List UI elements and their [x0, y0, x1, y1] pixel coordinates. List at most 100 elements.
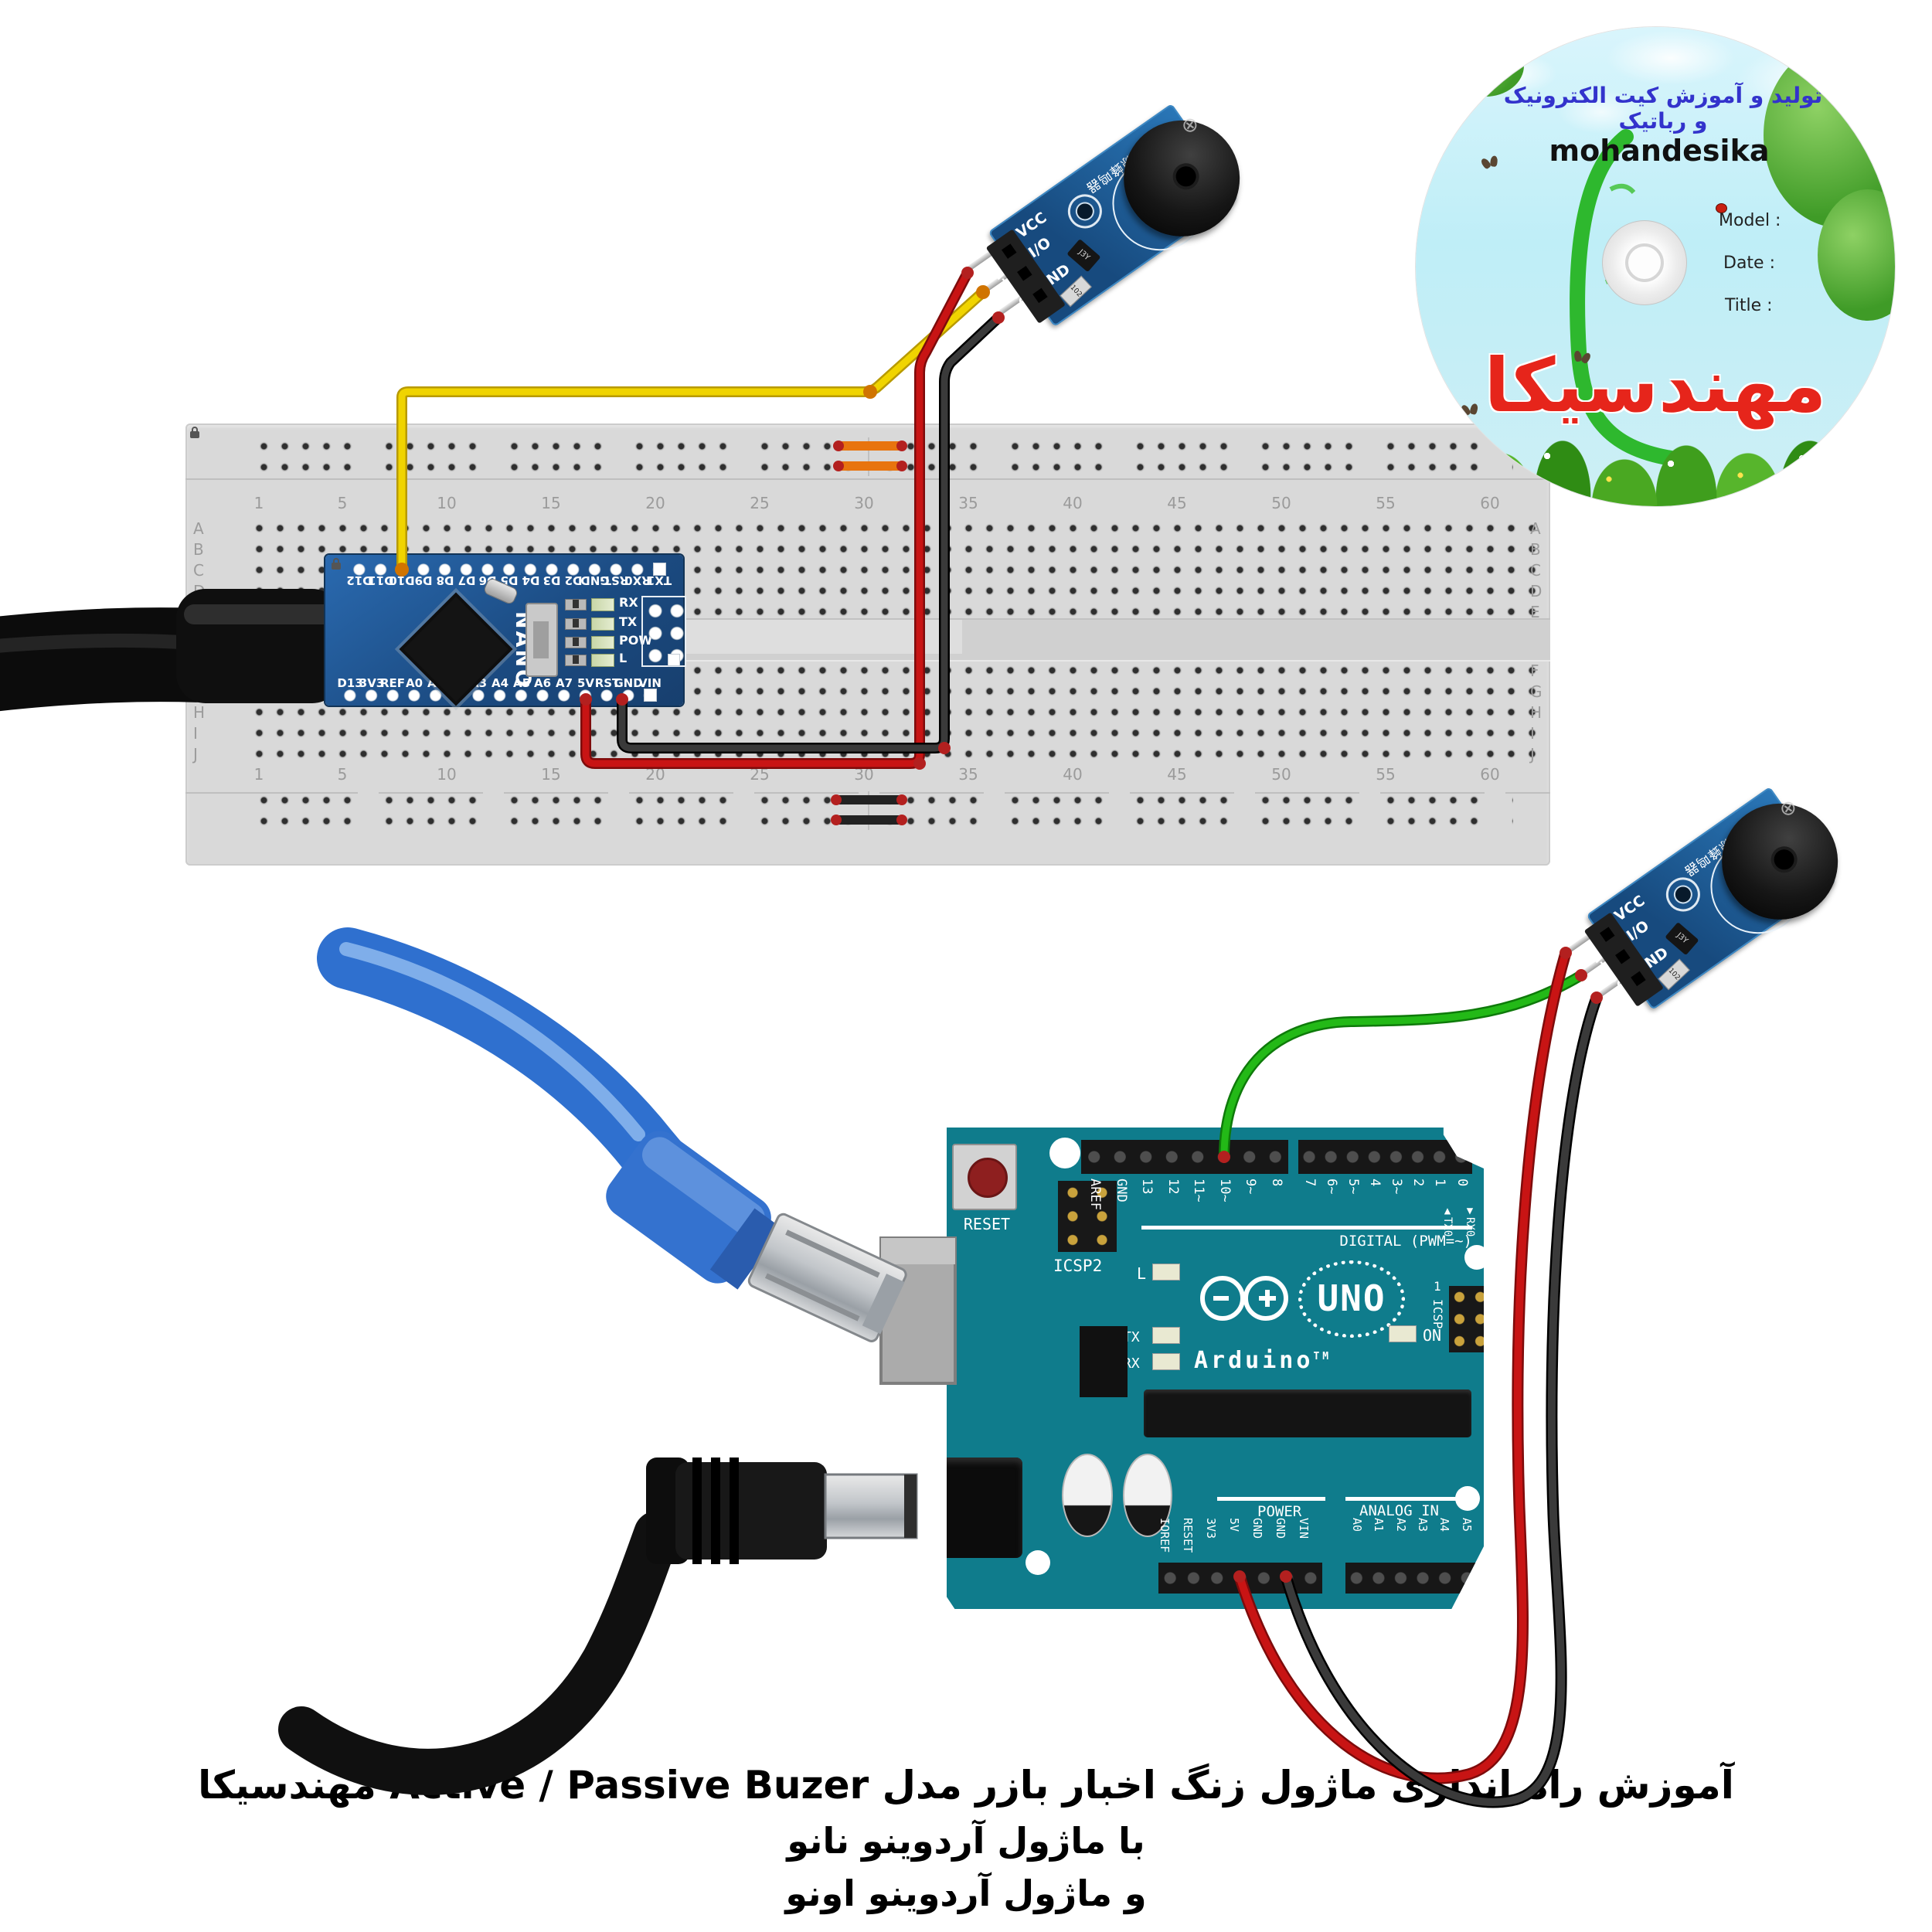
arduino-logo-minus: [1213, 1296, 1229, 1301]
uno-model-badge: UNO: [1298, 1260, 1405, 1338]
nano-pin-label: RST: [594, 676, 621, 690]
uno-pin-label: GND: [1114, 1179, 1129, 1202]
wire-red-nano: [580, 267, 973, 769]
row-letter: F: [1530, 662, 1539, 680]
uno-led-rx: [1152, 1353, 1180, 1370]
nano-led-pow: [591, 636, 614, 649]
caption-line-3: و ماژول آردوینو اونو: [785, 1872, 1147, 1914]
wire-yellow: [396, 287, 988, 575]
nano-pin-label: VIN: [638, 676, 662, 690]
row-letter: A: [1530, 519, 1541, 538]
logo-tree: [1447, 35, 1524, 97]
col-number: 10: [437, 765, 457, 784]
wire-black-uno: [1280, 992, 1603, 1808]
nano-top-pin-row: [349, 563, 670, 577]
uno-pin-label: 4: [1367, 1179, 1383, 1187]
col-number: 50: [1271, 765, 1291, 784]
uno-digital-header-left: [1081, 1140, 1288, 1174]
nano-led-label: POW: [619, 633, 652, 648]
lock-icon: [332, 558, 341, 570]
row-letter: G: [1530, 682, 1543, 701]
row-letter: B: [193, 540, 204, 559]
uno-pin-label: A0: [1350, 1518, 1364, 1532]
nano-pin-label: D13: [337, 676, 363, 690]
col-number: 40: [1063, 494, 1083, 512]
uno-usb-interface-chip: [1080, 1326, 1128, 1397]
uno-reset-button: [952, 1144, 1017, 1210]
logo-brand-text: mohandesika: [1549, 134, 1770, 168]
col-number: 40: [1063, 765, 1083, 784]
nano-reset-button: [526, 603, 558, 677]
nano-pin-label: 3V3: [359, 676, 385, 690]
col-number: 50: [1271, 494, 1291, 512]
uno-pin-label: 13: [1139, 1179, 1155, 1195]
uno-pin-label: 9~: [1243, 1179, 1258, 1195]
uno-pin-label: VIN: [1297, 1518, 1311, 1539]
arduino-logo-plus: [1265, 1290, 1270, 1307]
mount-hole: [1049, 1138, 1080, 1168]
jumper-black: [832, 795, 906, 825]
col-number: 55: [1376, 494, 1396, 512]
nano-pin-label: A0: [405, 676, 423, 690]
nano-pin-label: GND: [614, 676, 643, 690]
uno-analog-label: ANALOG IN: [1359, 1502, 1439, 1519]
logo-flowers: [1416, 421, 1895, 506]
uno-pin-label: A3: [1416, 1518, 1430, 1532]
col-number: 1: [253, 765, 264, 784]
nano-pin-square: [653, 563, 666, 576]
uno-pin-label: 3V3: [1204, 1518, 1218, 1539]
uno-digital-header-right: [1298, 1140, 1472, 1174]
cd-hub-hole: [1625, 243, 1664, 282]
uno-digital-label: DIGITAL (PWM=~): [1339, 1233, 1472, 1250]
row-letter: B: [1530, 540, 1541, 559]
nano-led-l: [591, 654, 614, 667]
nano-pin-square: [644, 689, 657, 702]
uno-pin-label: A5: [1460, 1518, 1474, 1532]
nano-icsp-header: [645, 600, 688, 667]
col-number: 5: [337, 494, 348, 512]
rail-split: [868, 437, 869, 476]
uno-analog-header: [1345, 1563, 1478, 1594]
col-number: 30: [854, 494, 874, 512]
nano-resistor: [565, 618, 587, 630]
row-letter: H: [1530, 703, 1543, 722]
power-silk-line: [1217, 1497, 1325, 1501]
row-letter: I: [193, 724, 198, 743]
uno-icsp-label: ICSP: [1430, 1299, 1445, 1329]
uno-led-on: [1389, 1325, 1417, 1342]
uno-capacitor: [1062, 1454, 1113, 1537]
uno-pin-label: 5~: [1345, 1179, 1361, 1195]
row-letter: H: [193, 703, 206, 722]
nano-pin-label: A6: [533, 676, 552, 690]
uno-atmega-chip: [1144, 1389, 1471, 1437]
col-number: 55: [1376, 765, 1396, 784]
uno-pin-label: 5V: [1227, 1518, 1241, 1532]
wire-endpoint-dots-yellow: [395, 285, 990, 577]
col-number: 15: [541, 765, 561, 784]
mount-hole: [1026, 1550, 1050, 1575]
wire-black-nano: [617, 312, 1004, 753]
nano-led-label: RX: [619, 595, 638, 610]
nano-pin-label: A7: [555, 676, 573, 690]
uno-led-tx: [1152, 1327, 1180, 1344]
row-letter: E: [1530, 603, 1540, 621]
nano-led-tx: [591, 617, 614, 631]
uno-icsp-pin1: 1: [1434, 1279, 1441, 1294]
logo-brand-fa: مهندسیکا: [1484, 342, 1827, 429]
col-number: 45: [1167, 765, 1187, 784]
uno-pin-label: A4: [1437, 1518, 1451, 1532]
uno-icsp2-header: [1058, 1181, 1117, 1252]
arduino-nano-board: D12 D11 D10 D9 D8 D7 D6 D5 D4 D3 D2 GND …: [325, 555, 688, 706]
usb-b-cable: [317, 927, 957, 1385]
nano-pin-label: 5V: [577, 676, 595, 690]
wire-endpoint-dots: [580, 267, 1603, 1583]
col-number: 10: [437, 494, 457, 512]
nano-resistor: [565, 599, 587, 611]
caption-line-2: با ماژول آردوینو نانو: [787, 1820, 1145, 1862]
row-letter: A: [193, 519, 204, 538]
uno-pin-label: 6~: [1324, 1179, 1339, 1195]
wire-green: [1219, 970, 1587, 1162]
nano-led-label: TX: [619, 614, 638, 629]
uno-barrel-jack: [947, 1458, 1022, 1558]
